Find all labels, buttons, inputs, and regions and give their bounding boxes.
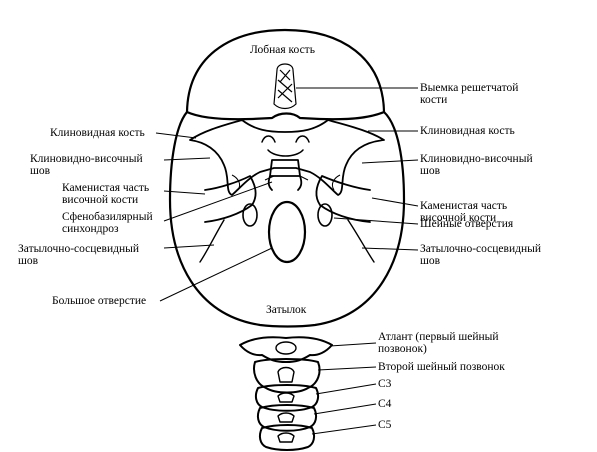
c5-canal (277, 432, 295, 443)
petrous-shading (231, 174, 341, 191)
atlas-vertebra (239, 336, 333, 363)
clivus (267, 159, 303, 191)
sphenoid-outline (189, 119, 385, 196)
leader-foramen-magnum (159, 247, 273, 302)
label-sphenoid-left: Клиновидная кость (50, 127, 145, 139)
label-occipitomastoid-right: Затылочно-сосцевидный шов (420, 243, 542, 267)
label-ethmoid-notch: Выемка решетчатой кости (420, 82, 519, 106)
petrous-right (315, 175, 371, 223)
leader-petrous-right (371, 197, 419, 207)
axis-canal (277, 366, 295, 383)
label-c5: C5 (378, 419, 392, 431)
label-petrous-left: Каменистая часть височной кости (62, 182, 150, 206)
leader-jugular (333, 217, 419, 225)
occipitomastoid-left (199, 219, 225, 263)
label-c3: C3 (378, 378, 392, 390)
c5-vertebra (258, 424, 316, 451)
ethmoid-notch (273, 63, 297, 110)
label-sphenoid-right: Клиновидная кость (420, 125, 515, 137)
foramen-magnum (267, 200, 307, 264)
label-occiput: Затылок (266, 304, 307, 316)
leader-c3 (315, 383, 377, 395)
label-sphenotemporal-right: Клиновидно-височный шов (420, 153, 533, 177)
c4-canal (277, 412, 295, 423)
c3-canal (277, 392, 295, 403)
leader-sphenotemporal-right (361, 159, 419, 164)
cervical-spine (239, 336, 333, 451)
jugular-foramen-left (242, 203, 258, 227)
leader-axis (317, 366, 377, 371)
label-frontal-bone: Лобная кость (250, 44, 315, 56)
label-c4: C4 (378, 398, 392, 410)
label-occipitomastoid-left: Затылочно-сосцевидный шов (18, 243, 140, 267)
petrous-left (204, 175, 257, 223)
leader-c5 (311, 424, 377, 435)
label-sphenotemporal-left: Клиновидно-височный шов (30, 153, 143, 177)
sella-turcica (261, 135, 310, 157)
leader-occipitomastoid-left (163, 244, 215, 249)
label-atlas: Атлант (первый шейный позвонок) (378, 331, 499, 355)
label-sphenobasilar: Сфенобазилярный синхондроз (62, 211, 153, 235)
label-foramen-magnum: Большое отверстие (52, 295, 147, 307)
atlas-canal (275, 341, 297, 355)
cranial-base-outline (168, 110, 406, 328)
leader-atlas (329, 342, 377, 347)
axis-vertebra (253, 358, 321, 394)
leader-c4 (313, 403, 377, 415)
leader-sphenobasilar (163, 181, 273, 222)
leader-petrous-left (163, 190, 206, 195)
label-petrous-right: Каменистая часть височной кости (420, 200, 508, 224)
leader-sphenotemporal-left (163, 157, 211, 161)
jugular-foramen-right (317, 203, 333, 227)
frontal-bone-outline (185, 28, 386, 121)
leader-sphenoid-left (155, 132, 197, 139)
label-jugular-foramina: Шейные отверстия (420, 218, 514, 230)
leader-lines (155, 87, 419, 435)
leader-occipitomastoid-right (361, 247, 419, 251)
label-axis: Второй шейный позвонок (378, 361, 505, 373)
occipitomastoid-right (347, 219, 375, 263)
